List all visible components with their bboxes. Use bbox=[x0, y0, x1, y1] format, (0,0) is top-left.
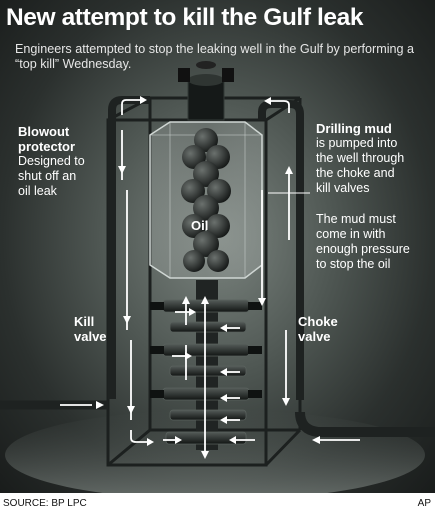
drilling-mud-label: Drilling mud is pumped into the well thr… bbox=[316, 121, 434, 196]
mud-note-line-3: enough pressure bbox=[316, 242, 410, 256]
mud-heading: Drilling mud bbox=[316, 121, 392, 136]
valve-bolts bbox=[150, 302, 262, 398]
source-credit: SOURCE: BP LPC bbox=[3, 498, 87, 509]
headline: New attempt to kill the Gulf leak bbox=[6, 4, 364, 31]
agency-credit: AP bbox=[417, 498, 431, 509]
choke-valve-line-1: Choke bbox=[298, 314, 338, 329]
mud-note-line-1: The mud must bbox=[316, 212, 396, 226]
oil-label: Oil bbox=[191, 218, 209, 233]
choke-valve-label: Choke valve bbox=[298, 314, 338, 344]
blowout-protector-label: Blowout protector Designed to shut off a… bbox=[18, 124, 113, 199]
kill-valve-label: Kill valve bbox=[74, 314, 107, 344]
mud-pressure-note: The mud must come in with enough pressur… bbox=[316, 212, 434, 272]
top-cap bbox=[187, 79, 225, 121]
blowout-desc-line-3: oil leak bbox=[18, 184, 57, 198]
subheadline: Engineers attempted to stop the leaking … bbox=[15, 42, 415, 71]
mud-desc-line-4: kill valves bbox=[316, 181, 370, 195]
mud-note-line-4: to stop the oil bbox=[316, 257, 391, 271]
mud-desc-line-1: is pumped into bbox=[316, 136, 398, 150]
blowout-desc-line-2: shut off an bbox=[18, 169, 77, 183]
kill-line-pipe bbox=[108, 96, 150, 399]
illustration-panel: New attempt to kill the Gulf leak Engine… bbox=[0, 0, 435, 493]
flow-arrows bbox=[60, 99, 360, 455]
kill-valve-line-1: Kill bbox=[74, 314, 95, 329]
choke-line-pipe bbox=[258, 100, 304, 400]
blowout-heading: Blowout protector bbox=[18, 124, 76, 154]
choke-valve-line-2: valve bbox=[298, 329, 331, 344]
blowout-desc-line-1: Designed to bbox=[18, 154, 85, 168]
mud-desc-line-2: the well through bbox=[316, 151, 405, 165]
kill-valve-line-2: valve bbox=[74, 329, 107, 344]
blowout-preventer-illustration bbox=[0, 61, 435, 493]
oil-column bbox=[181, 128, 231, 272]
arrow-heads bbox=[96, 96, 320, 459]
mud-note-line-2: come in with bbox=[316, 227, 386, 241]
mud-desc-line-3: the choke and bbox=[316, 166, 395, 180]
